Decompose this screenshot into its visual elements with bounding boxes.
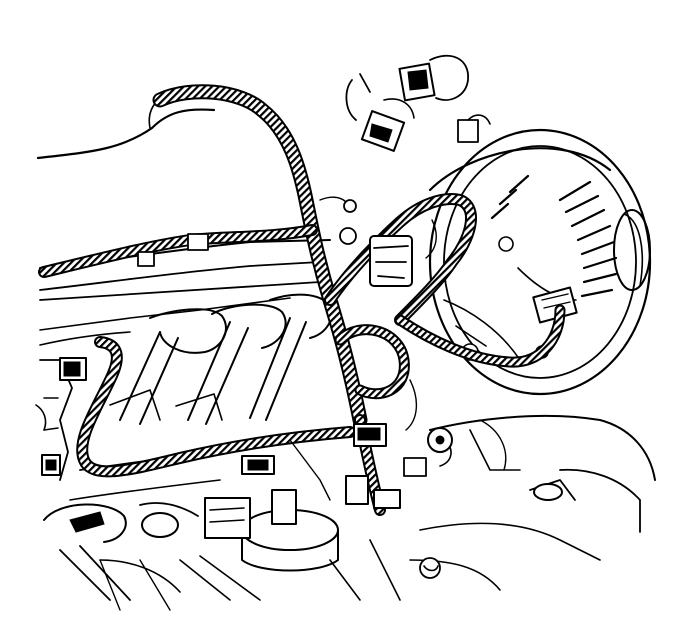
ignition-module-connector xyxy=(369,235,413,287)
fender-outline xyxy=(36,99,216,160)
top-connector-cluster xyxy=(345,54,491,152)
harness-connectors xyxy=(59,54,491,509)
harness-upper-trunk xyxy=(152,84,368,428)
lower-right-bracket xyxy=(409,414,656,591)
lower-left-components xyxy=(35,404,401,601)
alternator-cooling-slots xyxy=(490,174,618,298)
detail-lines xyxy=(99,196,507,611)
intake-manifold xyxy=(39,239,333,501)
wiring-harness xyxy=(38,84,566,516)
